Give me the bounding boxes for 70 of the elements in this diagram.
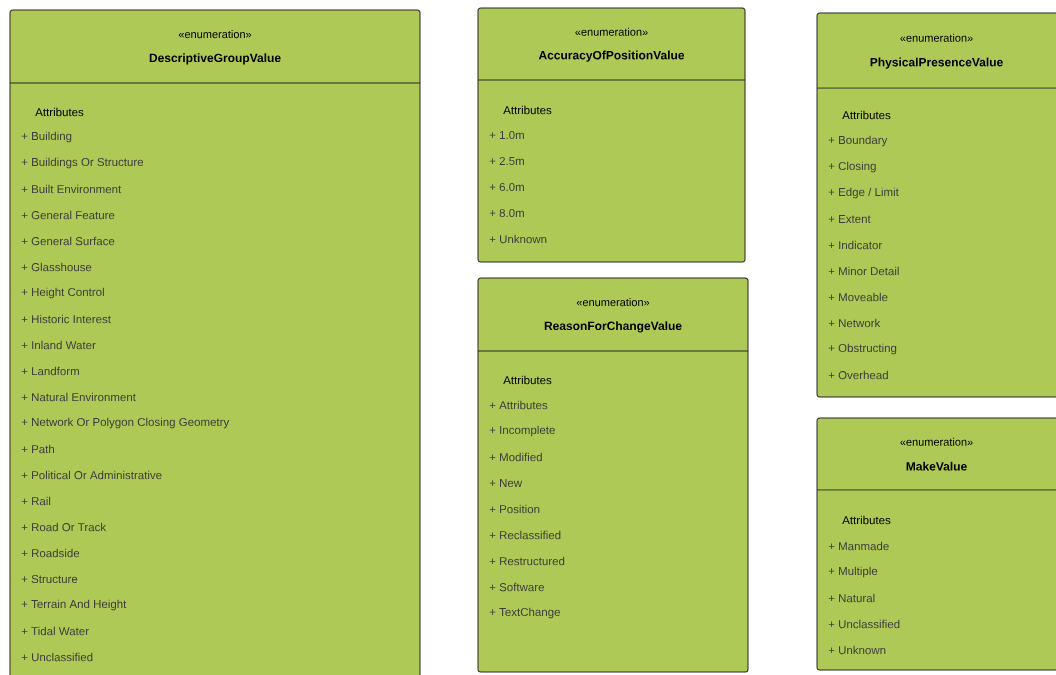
attribute-item: + Natural Environment (21, 392, 136, 402)
attribute-item: + Rail (21, 496, 51, 506)
attribute-item: + Glasshouse (21, 262, 92, 272)
stereotype-label: «enumeration» (178, 30, 252, 39)
attribute-item: + Historic Interest (21, 314, 111, 324)
class-name: MakeValue (906, 461, 967, 471)
attribute-item: + Building (21, 131, 72, 143)
attribute-item: + Software (489, 582, 544, 592)
attribute-item: + Unclassified (828, 619, 900, 629)
class-name: DescriptiveGroupValue (149, 53, 281, 65)
attribute-item: + Restructured (489, 556, 565, 566)
class-name: AccuracyOfPositionValue (538, 50, 685, 62)
section-heading: Attributes (842, 515, 891, 525)
attribute-item: + Indicator (828, 240, 882, 250)
attribute-item: + Network (828, 318, 881, 328)
attribute-item: + Overhead (828, 370, 888, 380)
attribute-item: + General Surface (21, 236, 115, 246)
attribute-item: + Unknown (489, 234, 547, 244)
section-heading: Attributes (35, 107, 84, 117)
class-box (816, 12, 1056, 398)
stereotype-label: «enumeration» (576, 298, 650, 307)
attribute-item: + Path (21, 444, 54, 454)
attribute-item: + Manmade (828, 541, 889, 551)
attribute-item: + Political Or Administrative (21, 470, 162, 480)
attribute-item: + Tidal Water (21, 626, 89, 636)
section-heading: Attributes (503, 105, 552, 115)
attribute-item: + TextChange (489, 607, 560, 619)
attribute-item: + Multiple (828, 566, 878, 578)
section-heading: Attributes (842, 110, 891, 120)
attribute-item: + Landform (21, 366, 79, 376)
attribute-item: + Attributes (489, 400, 548, 410)
attribute-item: + Roadside (21, 548, 80, 558)
attribute-item: + Road Or Track (21, 522, 107, 532)
attribute-item: + Built Environment (21, 184, 122, 194)
attribute-item: + Minor Detail (828, 266, 899, 276)
attribute-item: + 6.0m (489, 182, 524, 192)
attribute-item: + Modified (489, 452, 542, 462)
class-box (816, 417, 1056, 671)
attribute-item: + 8.0m (489, 208, 524, 218)
attribute-item: + Extent (828, 215, 871, 223)
attribute-item: + General Feature (21, 210, 115, 220)
attribute-item: + Boundary (828, 135, 888, 147)
attribute-item: + Terrain And Height (21, 599, 127, 611)
stereotype-label: «enumeration» (900, 437, 973, 446)
class-box (9, 9, 421, 675)
attribute-item: + Height Control (21, 287, 104, 299)
attribute-item: + Network Or Polygon Closing Geometry (21, 417, 230, 429)
attribute-item: + Natural (828, 593, 875, 603)
class-box (477, 7, 746, 263)
attribute-item: + Unknown (828, 645, 886, 655)
attribute-item: + Position (489, 504, 540, 514)
attribute-item: + Closing (828, 161, 876, 173)
class-box (477, 277, 749, 673)
attribute-item: + Incomplete (489, 425, 555, 437)
attribute-item: + Unclassified (21, 652, 93, 662)
stereotype-label: «enumeration» (575, 27, 648, 36)
attribute-item: + Inland Water (21, 340, 96, 350)
attribute-item: + 1.0m (489, 130, 524, 140)
attribute-item: + Obstructing (828, 343, 897, 355)
attribute-item: + Edge / Limit (828, 187, 899, 199)
class-name: ReasonForChangeValue (544, 321, 682, 333)
attribute-item: + Moveable (828, 292, 888, 302)
attribute-item: + New (489, 479, 523, 487)
attribute-item: + Buildings Or Structure (21, 157, 144, 169)
stereotype-label: «enumeration» (900, 33, 973, 42)
class-name: PhysicalPresenceValue (870, 57, 1003, 69)
section-heading: Attributes (503, 375, 552, 385)
attribute-item: + Structure (21, 574, 78, 584)
attribute-item: + 2.5m (489, 156, 524, 166)
attribute-item: + Reclassified (489, 530, 561, 540)
